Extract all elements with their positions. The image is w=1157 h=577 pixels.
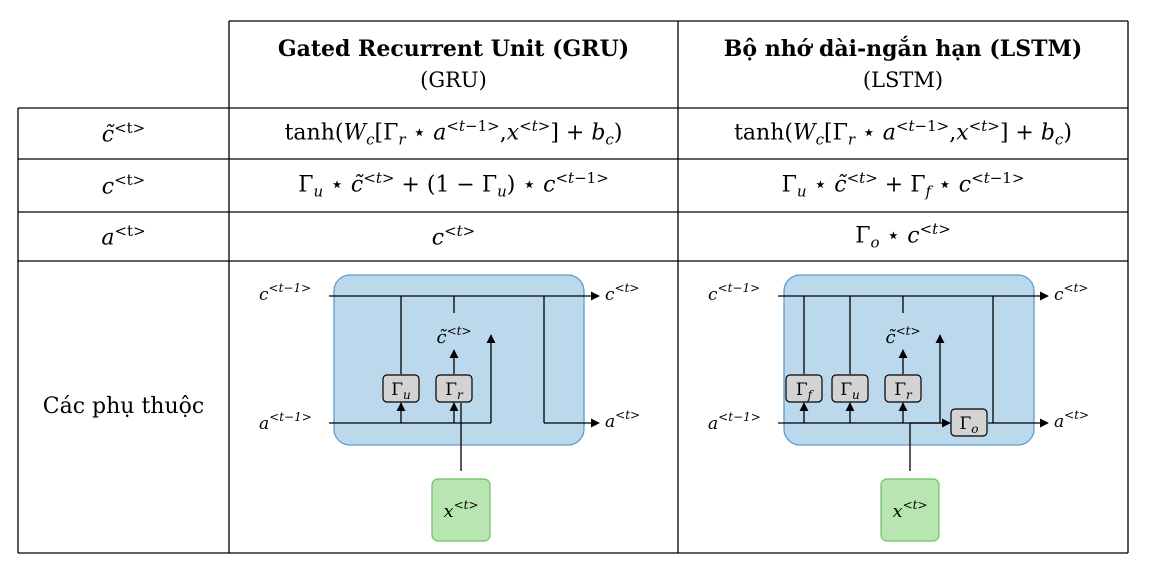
gru-subtitle: (GRU) [420,68,487,93]
lstm-subtitle: (LSTM) [862,68,944,93]
c-superscript: <t> [114,170,146,189]
row-label-ctilde: c̃<t> [18,108,229,159]
gru-input-label: x<t> [443,498,478,522]
lstm-forget-gate-label: Γf [796,380,815,402]
lstm-title: Bộ nhớ dài-ngắn hạn (LSTM) [723,35,1083,62]
gru-a-next-label: a<t> [605,408,640,432]
lstm-input-box [880,478,940,542]
lstm-reset-gate-label: Γr [894,380,913,402]
lstm-c-next-label: c<t> [1054,281,1088,305]
gru-c-formula: Γu ⋆ c̃<t> + (1 − Γu) ⋆ c<t−1> [298,169,609,201]
lstm-forget-gate [785,374,823,403]
lstm-reset-gate [884,374,922,403]
gru-header: Gated Recurrent Unit (GRU) (GRU) [229,21,678,108]
lstm-ctilde-formula: tanh(Wc[Γr ⋆ a<t−1>,x<t>] + bc) [734,117,1072,149]
lstm-c-formula: Γu ⋆ c̃<t> + Γf ⋆ c<t−1> [781,169,1025,201]
lstm-cell-box [783,274,1035,446]
gru-update-gate [382,374,420,403]
gru-a-prev-label: a<t−1> [259,410,312,434]
lstm-update-gate-label: Γu [840,380,860,402]
lstm-header: Bộ nhớ dài-ngắn hạn (LSTM) (LSTM) [678,21,1128,108]
row-label-c: c<t> [18,159,229,212]
lstm-ctilde-label: c̃<t> [885,324,920,348]
c-symbol: c [101,173,115,199]
ctilde-symbol: c̃ [101,121,115,147]
lstm-output-gate [950,408,988,437]
a-superscript: <t> [114,221,146,240]
gru-ctilde-label: c̃<t> [436,324,471,348]
ctilde-superscript: <t> [114,118,146,137]
lstm-a-next-label: a<t> [1054,408,1089,432]
gru-ctilde-formula: tanh(Wc[Γr ⋆ a<t−1>,x<t>] + bc) [284,117,623,149]
gru-update-gate-label: Γu [391,380,411,402]
gru-diagram: Γu Γr c̃<t> x<t> c<t−1> a<t−1> c<t> a<t> [259,274,640,542]
row-label-a: a<t> [18,212,229,261]
lstm-output-gate-label: Γo [959,414,978,436]
gru-title: Gated Recurrent Unit (GRU) [277,35,630,62]
gru-reset-gate-label: Γr [445,380,464,402]
gru-c-next-label: c<t> [605,281,639,305]
a-symbol: a [101,224,115,250]
lstm-update-gate [831,374,869,403]
lstm-a-prev-label: a<t−1> [708,410,761,434]
dependencies-text: Các phụ thuộc [42,394,205,420]
gru-c-prev-label: c<t−1> [259,281,311,305]
lstm-c-prev-label: c<t−1> [708,281,760,305]
lstm-input-label: x<t> [892,498,927,522]
gru-input-box [431,478,491,542]
row-label-dependencies: Các phụ thuộc [18,261,229,553]
gru-a-formula: c<t> [431,221,476,250]
lstm-a-formula: Γo ⋆ c<t> [855,220,951,252]
lstm-diagram: Γf Γu Γr Γo c̃<t> x<t> c<t−1> a<t−1> c<t… [708,274,1089,542]
gru-cell-box [333,274,585,446]
gru-reset-gate [435,374,473,403]
